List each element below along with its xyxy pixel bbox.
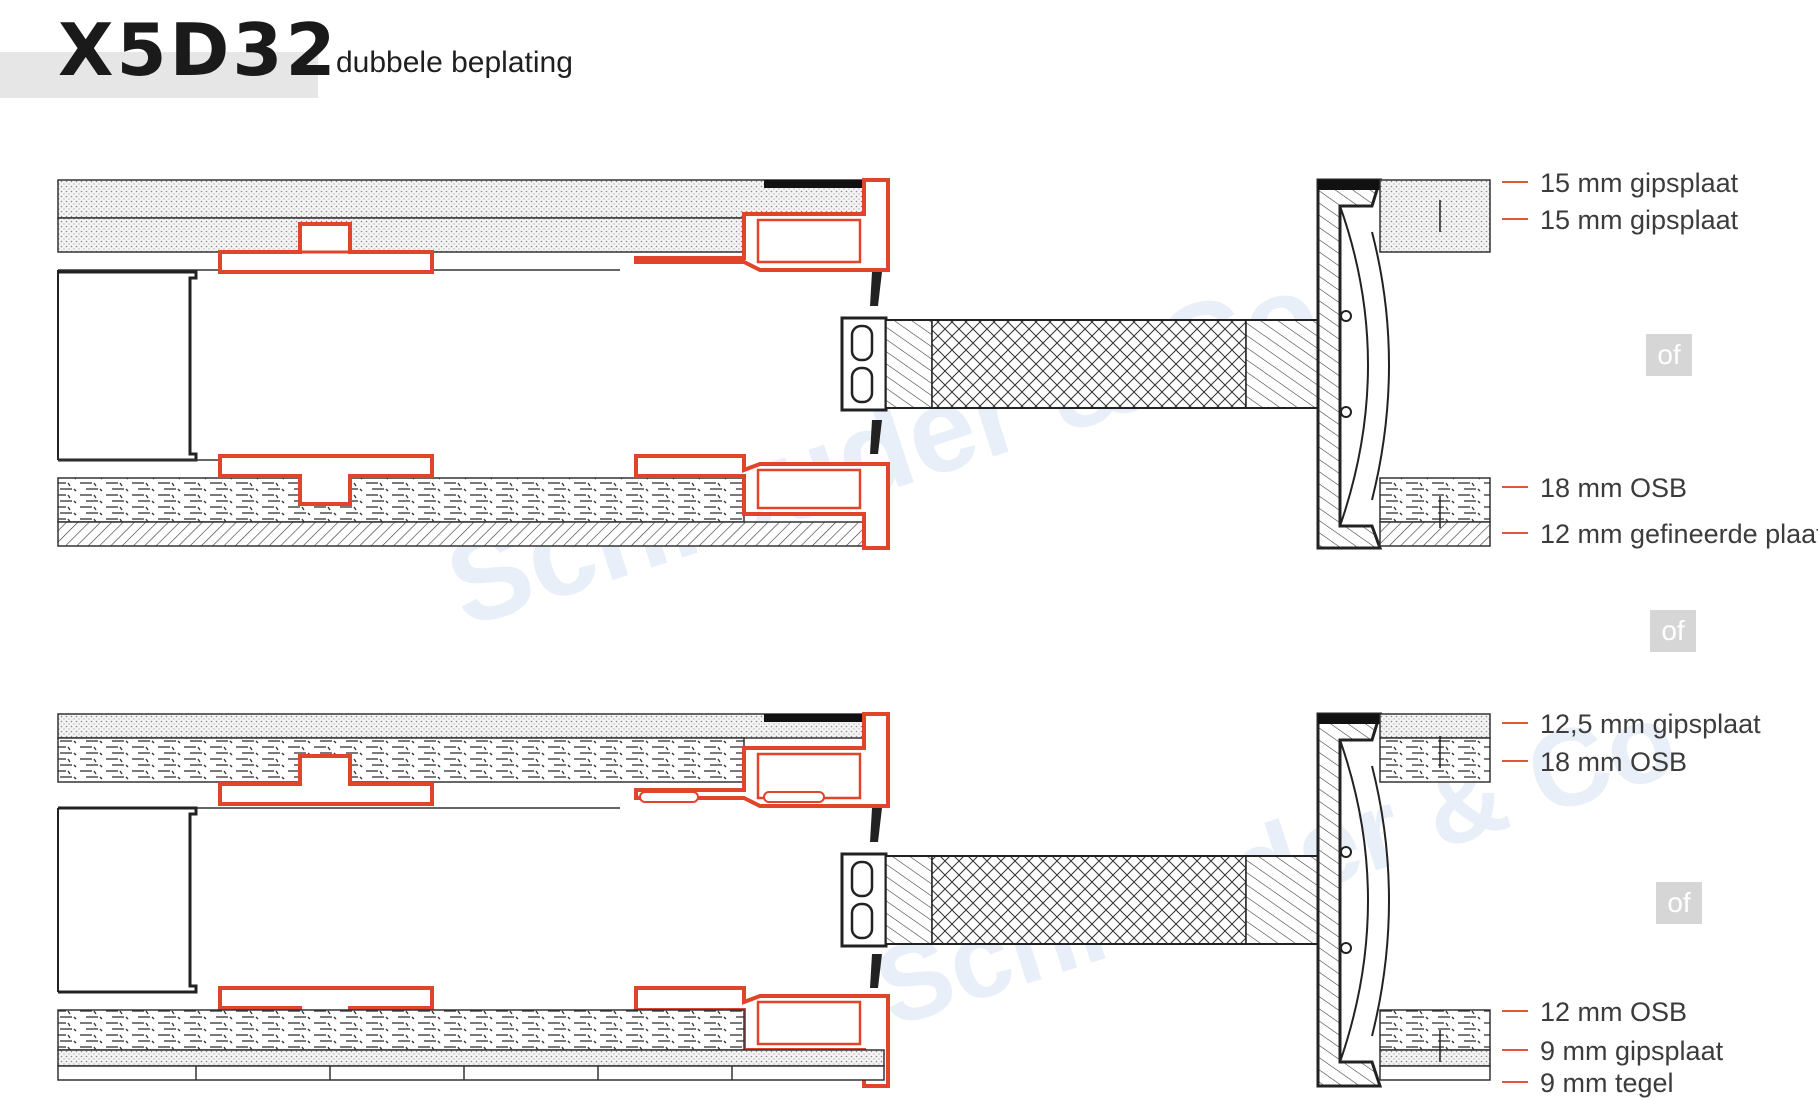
bottom-detail [57, 712, 1491, 1088]
top-jamb-board-top [1379, 179, 1491, 253]
top-jamb-board-veneer [1379, 521, 1491, 547]
bottom-door-hatch-left [885, 855, 933, 945]
bottom-gypsum-thin [57, 1049, 885, 1067]
top-door-core [931, 319, 1247, 409]
top-door-hatch-left [885, 319, 933, 409]
bottom-jamb-board-low-gyp [1379, 1049, 1491, 1067]
label-bottom-1: 12,5 mm gipsplaat [1502, 711, 1761, 738]
top-gasket-upper [870, 272, 882, 306]
bottom-steel-stud [58, 806, 198, 994]
top-veneer-layer [57, 521, 885, 547]
bottom-door-core [931, 855, 1247, 945]
label-bottom-3: 12 mm OSB [1502, 999, 1687, 1026]
bottom-jamb-board-low-osb [1379, 1009, 1491, 1051]
bottom-gasket-lower [870, 954, 882, 988]
top-red-connector-lower [218, 454, 434, 506]
label-bottom-5: 9 mm tegel [1502, 1070, 1674, 1097]
top-red-frame-lower [634, 454, 890, 550]
bottom-jamb-board-top-gyp [1379, 713, 1491, 739]
of-separator-2: of [1650, 610, 1696, 652]
bottom-osb-layer-lower [57, 1009, 745, 1051]
product-subtitle: dubbele beplating [336, 46, 573, 79]
top-trim-black [764, 180, 884, 188]
bottom-jamb-board-tile [1379, 1065, 1491, 1081]
label-top-3: 18 mm OSB [1502, 475, 1687, 502]
top-detail [57, 178, 1491, 550]
top-gasket-lower [870, 420, 882, 454]
top-red-frame-upper [634, 178, 890, 272]
label-top-4: 12 mm gefineerde plaat [1502, 521, 1818, 548]
product-code: X5D32 [58, 8, 339, 92]
top-gypsum-layer-inner [57, 217, 745, 253]
bottom-trim-black [764, 714, 884, 722]
top-osb-layer [57, 477, 745, 523]
bottom-osb-layer-upper [57, 737, 745, 783]
bottom-gasket-upper [870, 808, 882, 842]
top-steel-stud [58, 270, 198, 462]
bottom-tile-layer [57, 1065, 885, 1081]
bottom-gypsum-layer [57, 713, 885, 739]
label-top-2: 15 mm gipsplaat [1502, 207, 1738, 234]
bottom-red-connector-upper [218, 754, 434, 806]
label-top-1: 15 mm gipsplaat [1502, 170, 1738, 197]
of-separator-1: of [1646, 334, 1692, 376]
label-bottom-4: 9 mm gipsplaat [1502, 1038, 1723, 1065]
bottom-red-frame-upper [634, 712, 890, 808]
of-separator-3: of [1656, 882, 1702, 924]
title-band [0, 52, 318, 98]
bottom-jamb-board-top-osb [1379, 737, 1491, 783]
label-bottom-2: 18 mm OSB [1502, 749, 1687, 776]
top-jamb-board-osb [1379, 477, 1491, 523]
